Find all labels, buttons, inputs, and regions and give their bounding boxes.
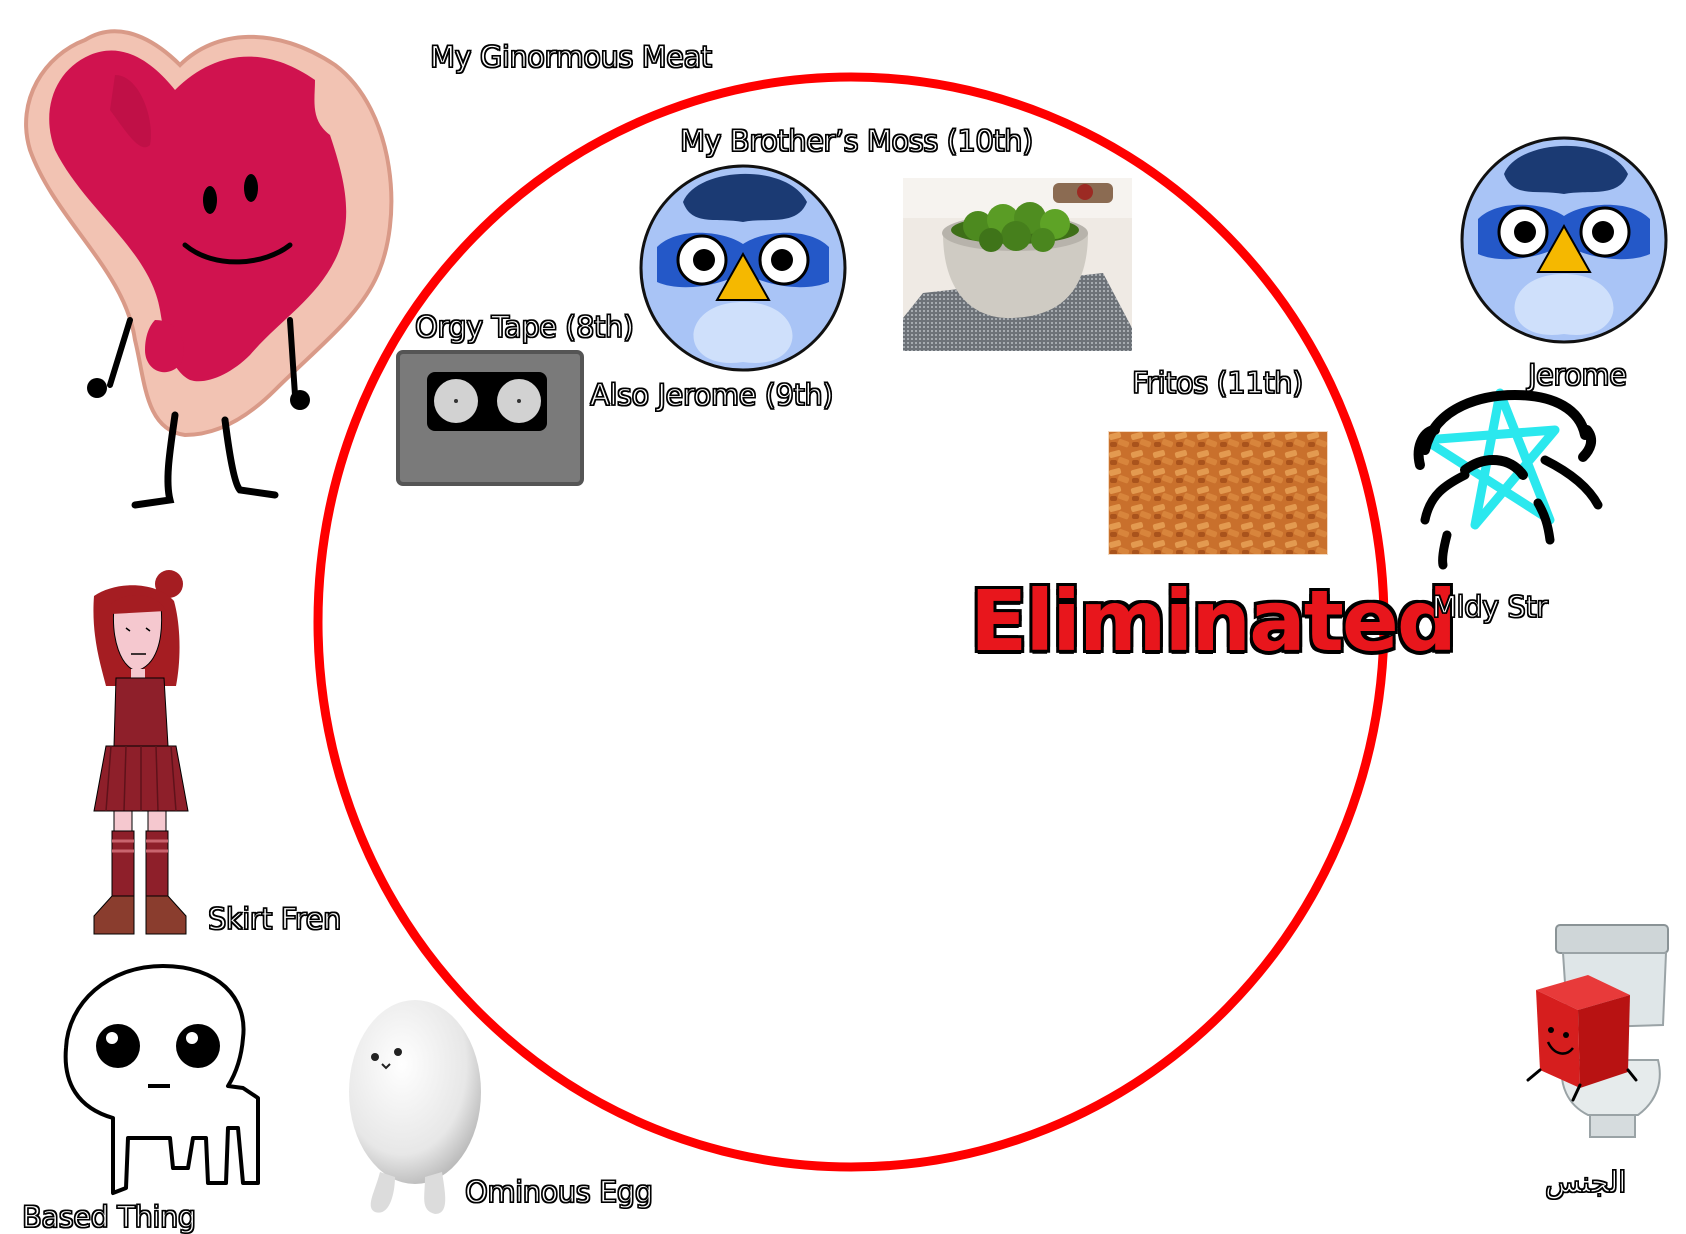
cube-toilet-character (1526, 924, 1669, 1138)
based-thing-label: Based Thing (21, 1199, 196, 1234)
meat-character (24, 29, 394, 509)
fritos-photo (1108, 431, 1328, 555)
moss-label: My Brother’s Moss (10th) (679, 123, 1034, 158)
based-thing-character (63, 964, 260, 1195)
ominous-egg-character (349, 1000, 481, 1214)
skirt-fren-character (93, 570, 189, 935)
mldy-str-character (1413, 388, 1603, 570)
tape-label: Orgy Tape (8th) (414, 309, 634, 344)
arabic-label: الجنس (1544, 1164, 1627, 1199)
also-jerome-label: Also Jerome (9th) (589, 377, 834, 412)
eliminated-heading: Eliminated (970, 572, 1457, 670)
meat-label: My Ginormous Meat (429, 39, 712, 74)
fritos-label: Fritos (11th) (1131, 365, 1303, 400)
skirt-fren-label: Skirt Fren (207, 901, 342, 936)
moss-photo (903, 178, 1132, 351)
orgy-tape (396, 350, 584, 486)
mldy-str-label: Mldy Str (1431, 589, 1548, 624)
also-jerome-bird (639, 164, 847, 372)
jerome-label: Jerome (1527, 357, 1627, 392)
ominous-egg-label: Ominous Egg (464, 1174, 653, 1209)
jerome-bird (1460, 136, 1668, 344)
